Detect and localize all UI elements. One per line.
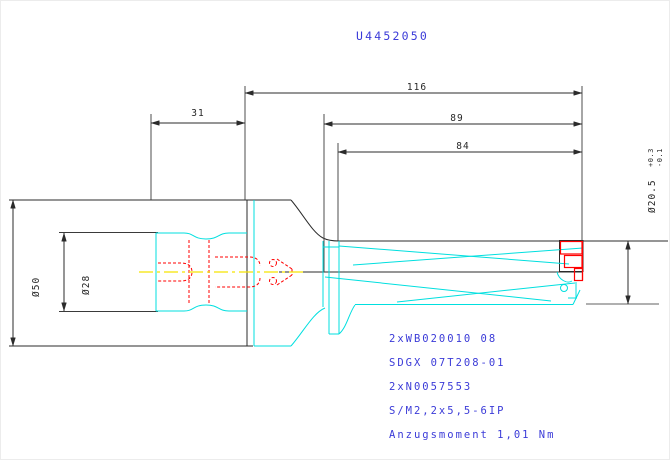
- note-torque-spec: Anzugsmoment 1,01 Nm: [389, 429, 555, 441]
- dim-dia20-5-label: Ø20.5: [647, 179, 658, 213]
- dim-dia28-label: Ø28: [81, 275, 92, 295]
- note-screw-spec: S/M2,2x5,5-6IP: [389, 405, 506, 417]
- dim-tol-minus-label: -0.1: [656, 148, 664, 167]
- note-insert-clamp: 2xWB020010 08: [389, 333, 497, 345]
- dim-dia-tip-group: Ø20.5 +0.3 -0.1: [647, 148, 664, 213]
- component-notes: 2xWB020010 08 SDGX 07T208-01 2xN0057553 …: [389, 333, 555, 441]
- extension-lines: [59, 86, 583, 312]
- drawing-number-label: U4452050: [356, 29, 429, 43]
- note-part-number: 2xN0057553: [389, 381, 472, 393]
- dim-89-label: 89: [450, 113, 463, 124]
- note-insert-type: SDGX 07T208-01: [389, 357, 506, 369]
- tool-body-lines: [155, 200, 584, 347]
- dimension-lines: [10, 90, 631, 347]
- dim-84-label: 84: [456, 141, 469, 152]
- dim-31-label: 31: [191, 108, 204, 119]
- dim-dia50-label: Ø50: [31, 277, 42, 297]
- dim-116-label: 116: [407, 82, 427, 93]
- insert-outline: [559, 240, 584, 282]
- dim-tol-plus-label: +0.3: [647, 148, 655, 167]
